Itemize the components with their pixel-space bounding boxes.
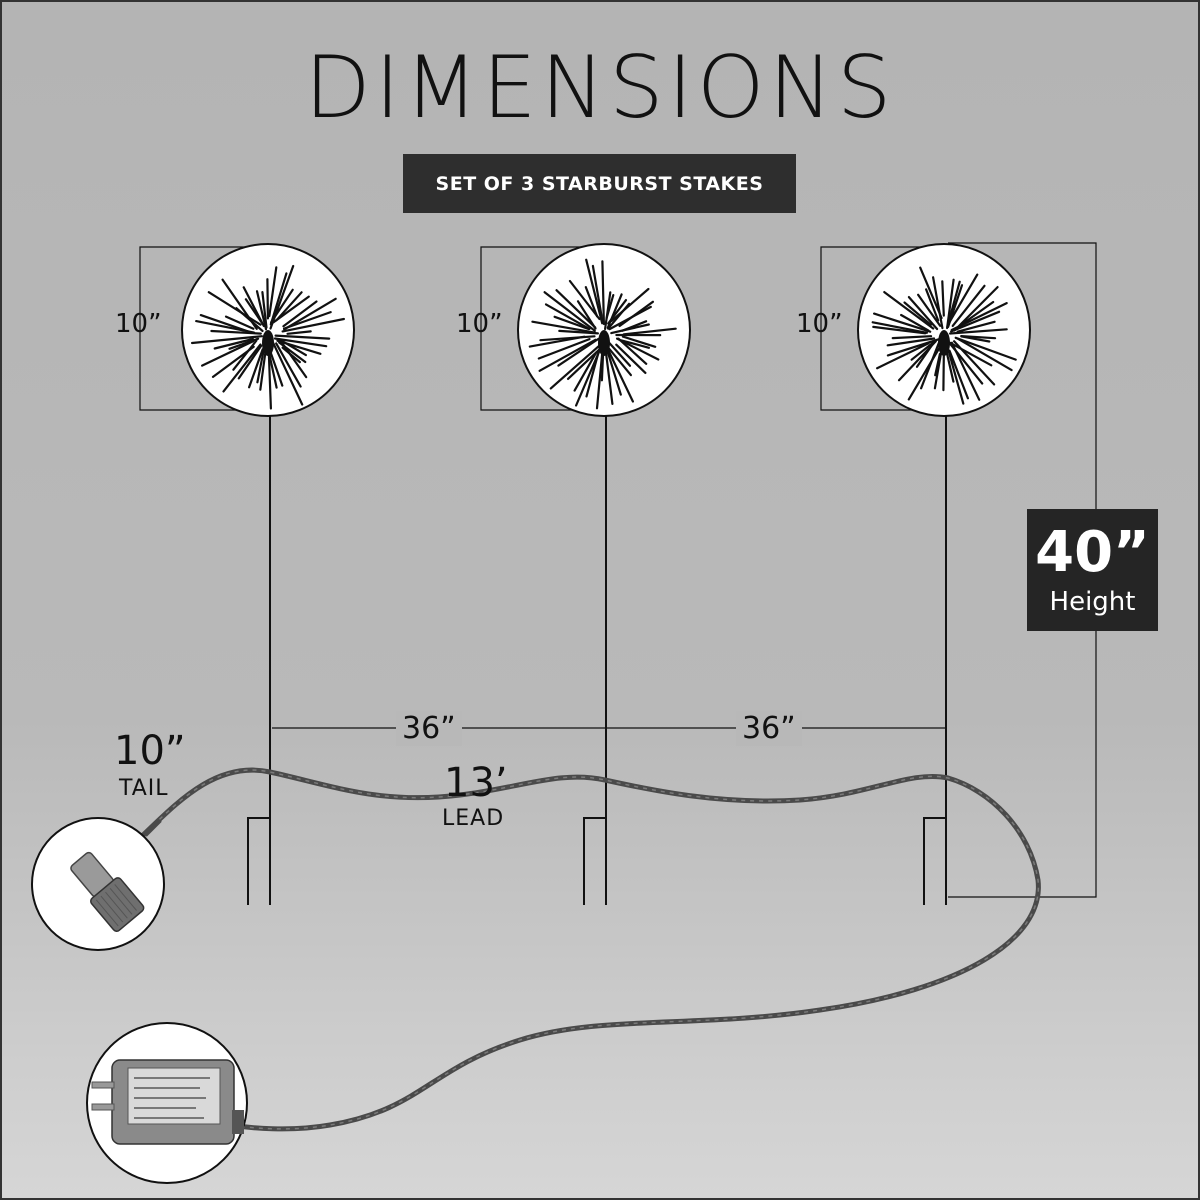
spacing-label-2: 36”	[736, 711, 802, 746]
subtitle-badge: SET OF 3 STARBURST STAKES	[403, 154, 796, 213]
height-badge: 40” Height	[1027, 509, 1158, 631]
lead-caption: LEAD	[442, 806, 505, 831]
diameter-label-3: 10”	[796, 309, 843, 339]
tail-value: 10”	[114, 728, 186, 774]
starbursts	[181, 243, 1031, 417]
lead-wire-twist	[139, 769, 1040, 1130]
height-caption: Height	[1049, 587, 1136, 617]
tail-caption: TAIL	[119, 776, 169, 801]
power-adapter-icon	[86, 1022, 248, 1184]
diameter-label-1: 10”	[115, 309, 162, 339]
starburst-icon	[517, 243, 691, 417]
lead-wire	[137, 767, 1041, 1132]
height-value: 40”	[1035, 520, 1150, 585]
stakes	[247, 400, 947, 905]
stake-1	[247, 400, 271, 905]
stake-3	[923, 400, 947, 905]
lead-value: 13’	[444, 760, 508, 806]
connector-plug-icon	[31, 817, 165, 951]
diameter-brackets	[139, 246, 941, 411]
diameter-bracket-2	[480, 246, 602, 411]
page-title: DIMENSIONS	[304, 38, 896, 138]
starburst-icon	[857, 243, 1031, 417]
stake-2	[583, 400, 607, 905]
spacing-label-1: 36”	[396, 711, 462, 746]
starburst-icon	[181, 243, 355, 417]
diameter-label-2: 10”	[456, 309, 503, 339]
diameter-bracket-1	[139, 246, 262, 411]
diameter-bracket-3	[820, 246, 941, 411]
